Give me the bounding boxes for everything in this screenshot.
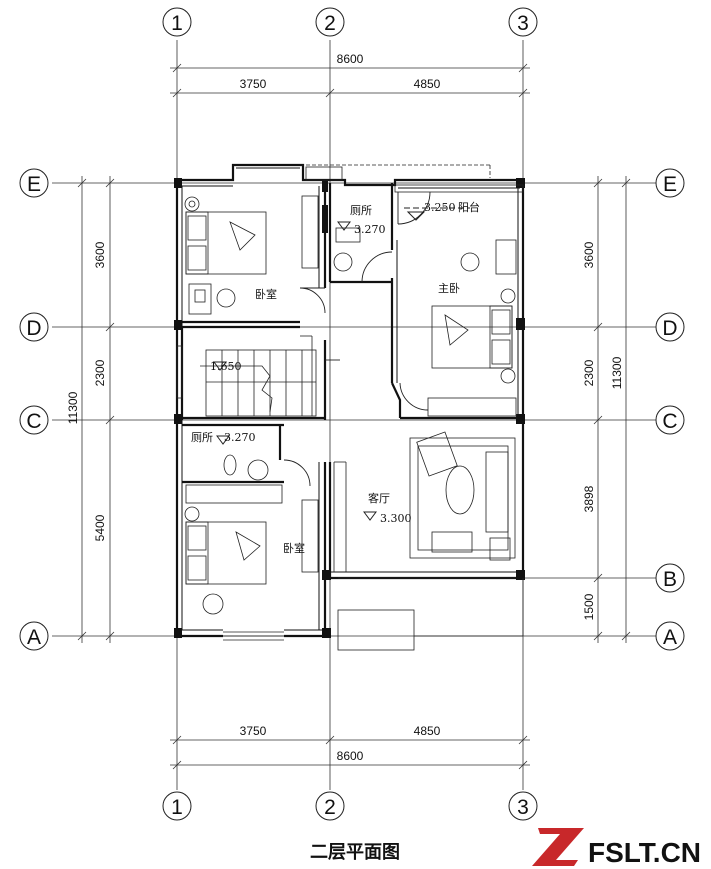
dim-top-right: 4850 [414, 77, 441, 91]
room-toilet-w: 厕所 [191, 431, 213, 444]
dim-right-total: 11300 [610, 356, 624, 389]
level-toilet-w: 3.270 [224, 431, 256, 444]
axis-bubble-labels: 1 2 3 1 2 3 E D C A E D C B A [26, 12, 677, 819]
room-bedroom-sw: 卧室 [283, 541, 305, 555]
room-bedroom-nw: 卧室 [255, 287, 277, 301]
dim-top-total: 8600 [337, 52, 364, 66]
axis-left-c: C [26, 410, 41, 433]
axis-bubbles [19, 7, 685, 821]
axis-right-a: A [663, 626, 677, 649]
axis-bottom-3: 3 [517, 796, 529, 819]
watermark-logo: FSLT.CN [532, 828, 701, 868]
doors [283, 191, 431, 487]
axis-top-3: 3 [517, 12, 529, 35]
axis-lines [52, 40, 657, 790]
dim-bottom-total: 8600 [337, 749, 364, 763]
axis-right-d: D [662, 317, 677, 340]
walls [175, 163, 525, 638]
dimension-texts: 8600 3750 4850 3750 4850 8600 11300 3600… [66, 52, 624, 763]
dimension-lines [77, 63, 631, 770]
axis-bottom-2: 2 [324, 796, 336, 819]
room-master-bedroom: 主卧 [438, 282, 460, 295]
level-toilet-n: 3.270 [354, 223, 386, 236]
room-living: 客厅 [368, 491, 390, 505]
axis-right-c: C [662, 410, 677, 433]
axis-bottom-1: 1 [171, 796, 183, 819]
axis-top-1: 1 [171, 12, 183, 35]
room-balcony: 阳台 [458, 200, 480, 214]
axis-right-e: E [663, 173, 677, 196]
wall-columns [174, 178, 525, 638]
dim-right-c-d: 2300 [582, 359, 596, 386]
dim-bottom-right: 4850 [414, 724, 441, 738]
axis-left-e: E [27, 173, 41, 196]
dim-left-total: 11300 [66, 391, 80, 424]
watermark-text: FSLT.CN [588, 837, 701, 868]
axis-right-b: B [663, 568, 677, 591]
dim-bottom-left: 3750 [240, 724, 267, 738]
furniture [184, 195, 517, 615]
dim-right-a-b: 1500 [582, 593, 596, 620]
room-toilet-n: 厕所 [350, 204, 372, 217]
dim-right-d-e: 3600 [582, 241, 596, 268]
drawing-title: 二层平面图 [310, 842, 400, 863]
dim-left-d-e: 3600 [93, 241, 107, 268]
axis-left-a: A [27, 626, 41, 649]
windows [176, 164, 524, 651]
dim-right-b-c: 3898 [582, 485, 596, 512]
axis-left-d: D [26, 317, 41, 340]
dim-left-a-c: 5400 [93, 514, 107, 541]
level-balcony: 3.250 [424, 201, 456, 214]
dim-left-c-d: 2300 [93, 359, 107, 386]
level-living: 3.300 [380, 512, 412, 525]
level-stair: 1.650 [210, 360, 242, 373]
axis-top-2: 2 [324, 12, 336, 35]
room-labels: 卧室 厕所 3.270 3.250 阳台 主卧 1.650 厕所 3.270 卧… [191, 200, 480, 555]
stairs [200, 335, 317, 417]
dim-top-left: 3750 [240, 77, 267, 91]
level-markers [213, 207, 470, 521]
